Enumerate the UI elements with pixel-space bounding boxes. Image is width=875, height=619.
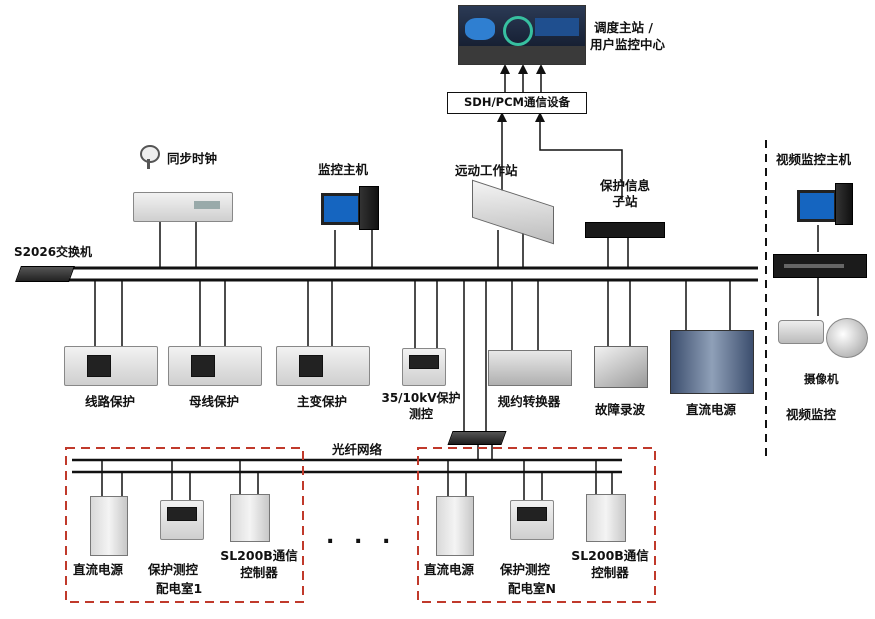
room1-controller [230, 494, 270, 542]
room1-name-label: 配电室1 [156, 581, 203, 596]
roomn-ctrl-label-1: SL200B通信 [571, 548, 649, 563]
monitor-host-tower [359, 186, 379, 230]
kv-protection-label-2: 测控 [408, 407, 433, 421]
control-center-screen [458, 5, 586, 65]
sdh-box [447, 92, 587, 114]
bus-protection-label: 母线保护 [188, 394, 239, 409]
sdh-label: SDH/PCM通信设备 [464, 95, 570, 109]
remote-station-label: 远动工作站 [455, 163, 518, 178]
roomn-ctrl-label-2: 控制器 [591, 565, 629, 580]
room1-prot-label: 保护测控 [148, 562, 199, 577]
video-host-tower [835, 183, 853, 225]
transformer-protection-device [276, 346, 370, 386]
protection-info-label-1: 保护信息 [599, 178, 650, 193]
roomn-controller [586, 494, 626, 542]
kv-protection-device [402, 348, 446, 386]
gps-antenna-icon [138, 145, 160, 169]
dome-camera-icon [826, 318, 868, 358]
sync-clock-device [133, 192, 233, 222]
bus-protection-device [168, 346, 262, 386]
room-n-border [417, 447, 656, 603]
video-host-label: 视频监控主机 [776, 152, 852, 167]
room1-protection-device [160, 500, 204, 540]
clock-label: 同步时钟 [167, 151, 218, 166]
dc-power-device [670, 330, 754, 394]
bullet-camera-icon [778, 320, 824, 344]
monitor-host-label: 监控主机 [318, 162, 369, 177]
switch-label: S2026交换机 [14, 245, 93, 259]
video-monitor-label: 视频监控 [786, 407, 837, 422]
monitor-host-screen [321, 193, 361, 225]
fault-recorder-device [594, 346, 648, 388]
roomn-prot-label: 保护测控 [500, 562, 551, 577]
room-1-border [65, 447, 304, 603]
fiber-label: 光纤网络 [332, 442, 383, 457]
nvr-device [773, 254, 867, 278]
roomn-dc-label: 直流电源 [424, 562, 475, 577]
camera-label: 摄像机 [804, 372, 839, 386]
switch-device [15, 266, 75, 282]
fiber-switch-device [447, 431, 507, 445]
protocol-converter-label: 规约转换器 [497, 394, 561, 409]
protection-info-label-2: 子站 [612, 194, 638, 209]
room1-ctrl-label-2: 控制器 [240, 565, 278, 580]
kv-protection-label: 35/10kV保护 [381, 391, 461, 405]
center-label-2: 用户监控中心 [590, 37, 666, 52]
room1-dc-cabinet [90, 496, 128, 556]
room1-dc-label: 直流电源 [73, 562, 124, 577]
line-protection-device [64, 346, 158, 386]
protection-info-device [585, 222, 665, 238]
room1-ctrl-label-1: SL200B通信 [220, 548, 298, 563]
center-label-1: 调度主站 / [594, 20, 653, 35]
fault-recorder-label: 故障录波 [594, 402, 645, 417]
ellipsis: . . . [326, 524, 397, 549]
transformer-protection-label: 主变保护 [296, 394, 347, 409]
line-protection-label: 线路保护 [84, 394, 135, 409]
roomn-name-label: 配电室N [508, 581, 556, 596]
roomn-protection-device [510, 500, 554, 540]
protocol-converter-device [488, 350, 572, 386]
video-host-screen [797, 190, 837, 222]
dc-power-label: 直流电源 [685, 402, 736, 417]
roomn-dc-cabinet [436, 496, 474, 556]
